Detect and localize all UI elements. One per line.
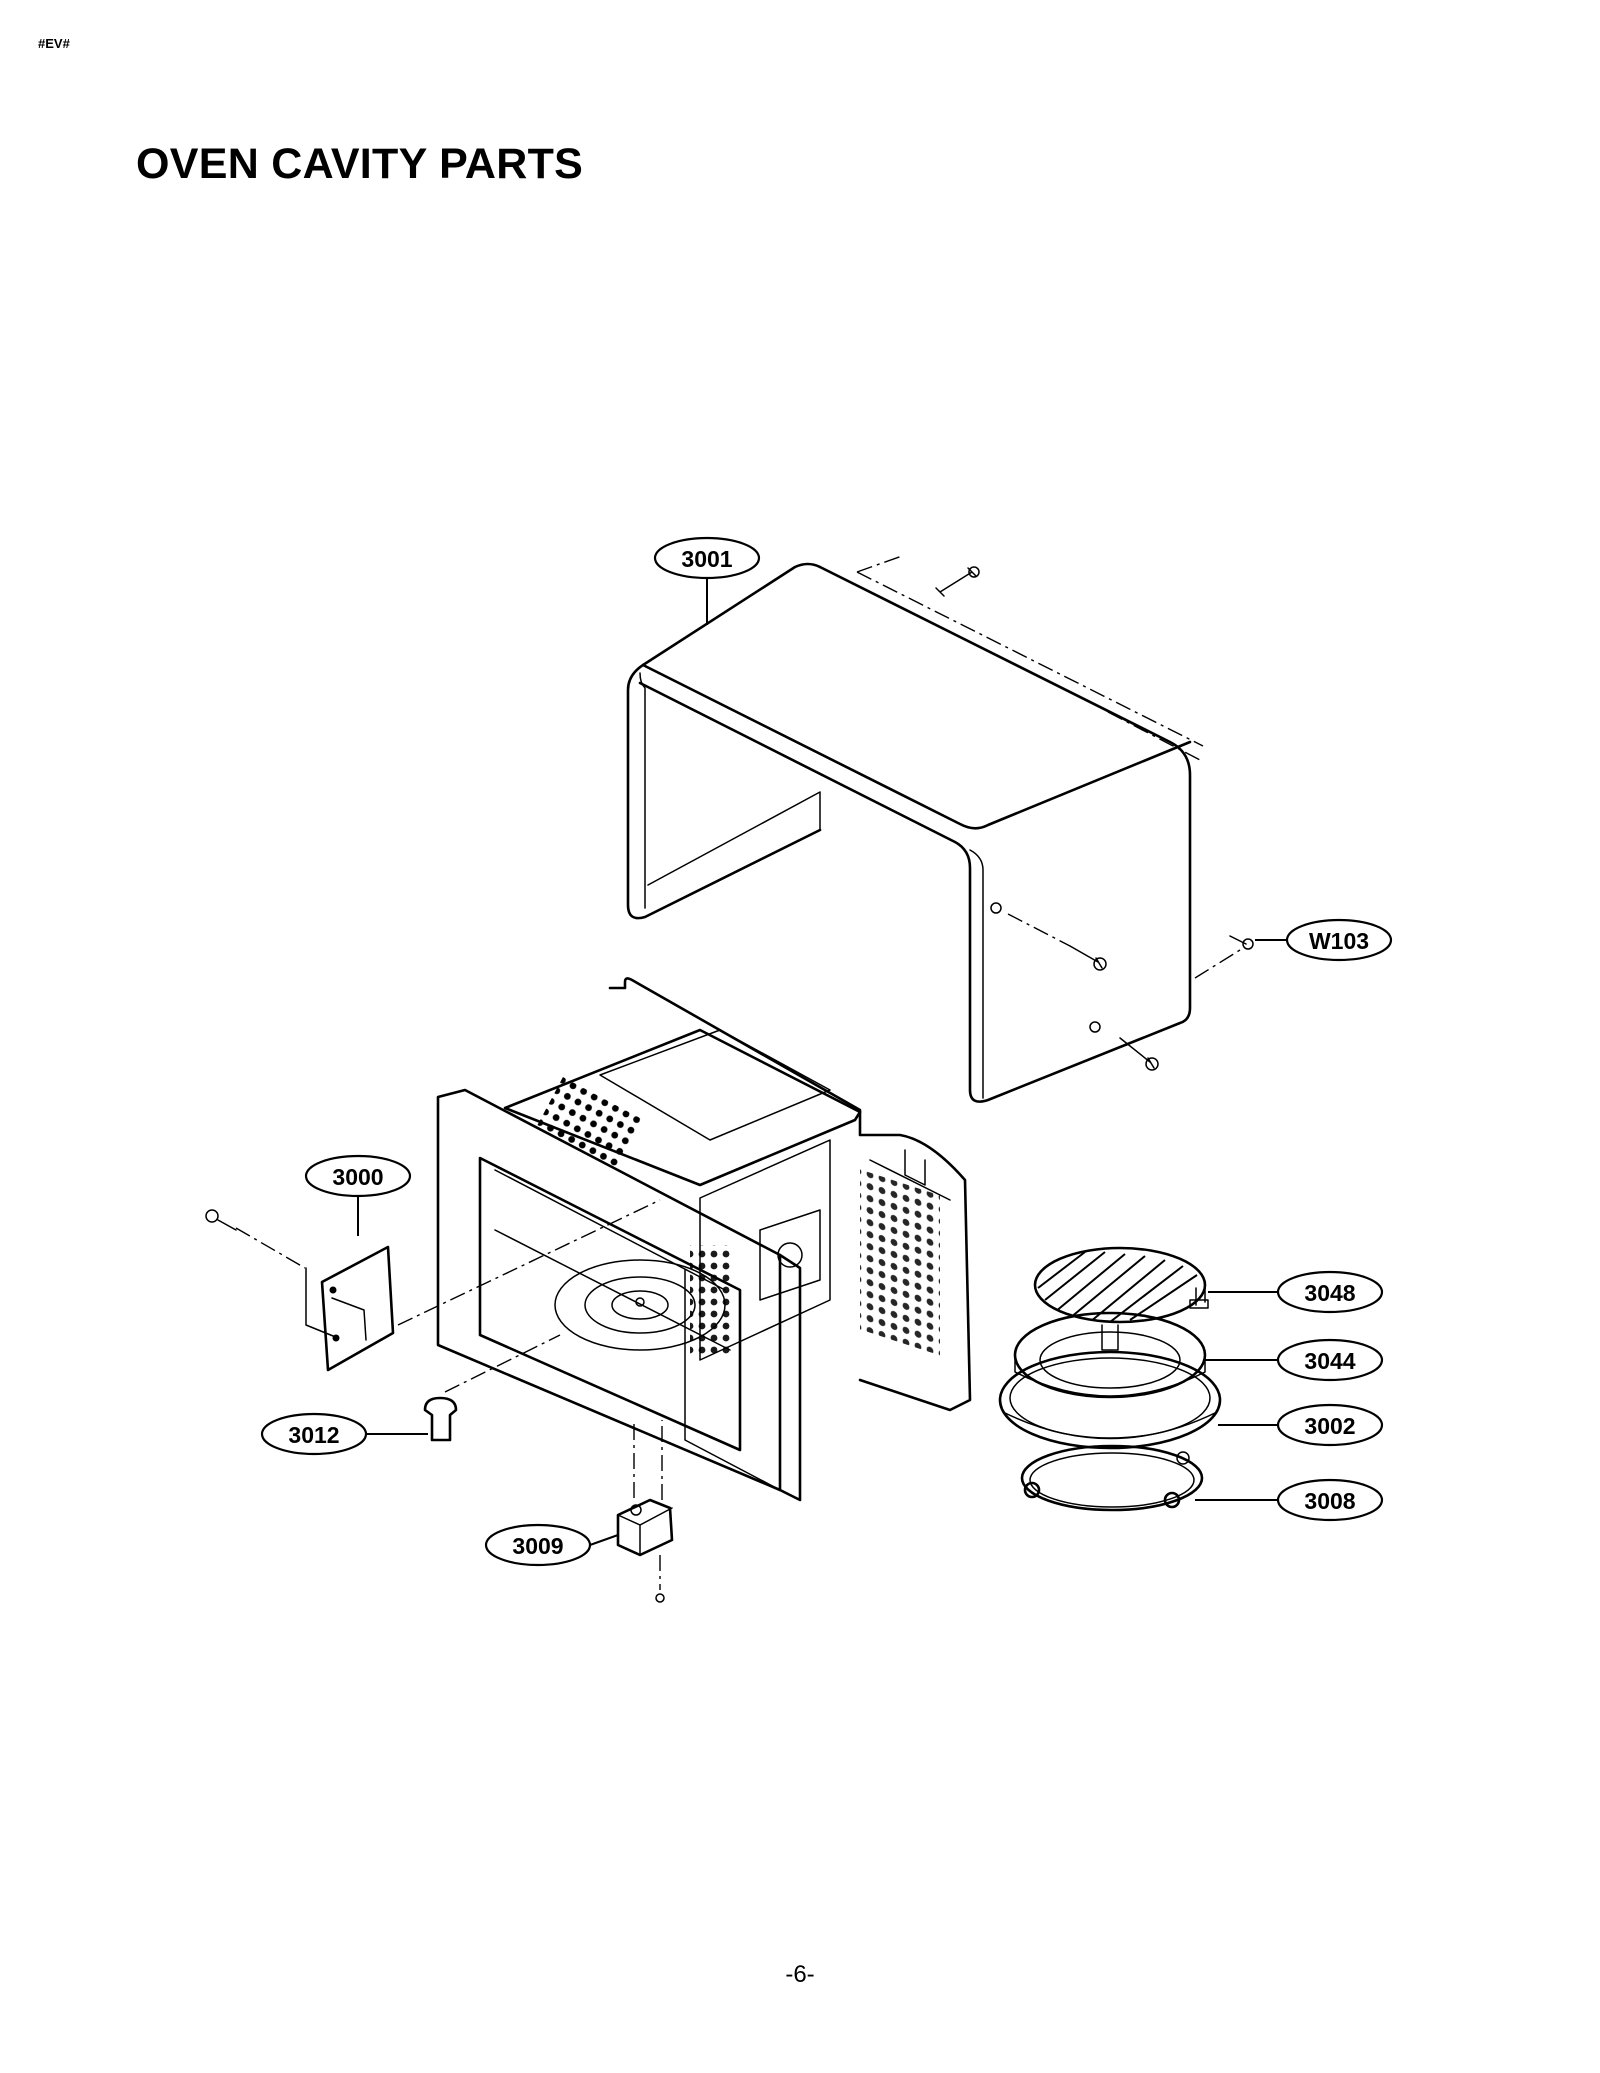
page-number: -6- — [785, 1961, 815, 1988]
page-title: OVEN CAVITY PARTS — [136, 140, 584, 188]
tray-support — [1013, 1311, 1207, 1399]
glass-tray — [998, 1350, 1222, 1450]
svg-text:3002: 3002 — [1304, 1413, 1355, 1439]
callout-w103: W103 — [1255, 918, 1393, 962]
callout-3001: 3001 — [653, 536, 761, 625]
turntable-motor — [616, 1420, 674, 1603]
screw-icon — [1069, 945, 1107, 971]
svg-text:3008: 3008 — [1304, 1488, 1355, 1514]
callout-3002: 3002 — [1218, 1403, 1384, 1447]
callout-3008: 3008 — [1195, 1478, 1384, 1522]
svg-text:3009: 3009 — [512, 1533, 563, 1559]
screw-icon — [935, 566, 980, 597]
grill-rack — [1033, 1246, 1209, 1324]
callout-3012: 3012 — [260, 1412, 428, 1456]
callout-3000: 3000 — [304, 1154, 412, 1236]
document-tag: #EV# — [38, 36, 70, 51]
callout-3009: 3009 — [484, 1523, 619, 1567]
svg-text:3044: 3044 — [1304, 1348, 1355, 1374]
roller-guide — [1020, 1444, 1204, 1512]
svg-text:3000: 3000 — [332, 1164, 383, 1190]
screw-icon — [1194, 935, 1254, 979]
coupler-part — [423, 1334, 561, 1442]
screw-icon — [205, 1209, 237, 1231]
svg-text:3012: 3012 — [288, 1422, 339, 1448]
oven-cavity — [436, 977, 972, 1502]
svg-text:W103: W103 — [1309, 928, 1369, 954]
svg-text:3048: 3048 — [1304, 1280, 1355, 1306]
callout-3048: 3048 — [1208, 1270, 1384, 1314]
waveguide-cover — [235, 1199, 661, 1372]
screw-icon — [1119, 1037, 1159, 1071]
callout-3044: 3044 — [1203, 1338, 1384, 1382]
svg-text:3001: 3001 — [681, 546, 732, 572]
outer-case — [626, 555, 1204, 1103]
